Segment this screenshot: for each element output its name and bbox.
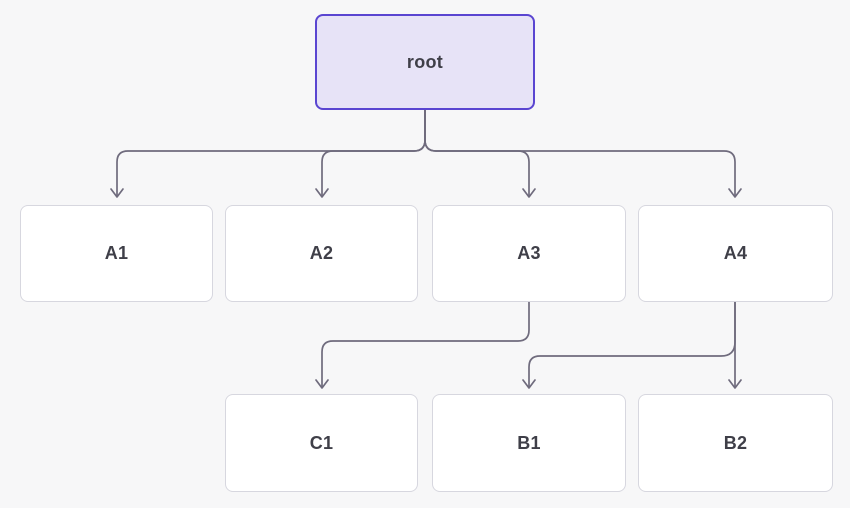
edge-root-a1 (110, 109, 426, 198)
node-a2-label: A2 (309, 243, 334, 263)
edge-root-a4 (424, 109, 742, 198)
node-a3-label: A3 (517, 243, 541, 263)
node-b1-label: B1 (517, 432, 541, 453)
arrowhead-icon (315, 188, 329, 198)
node-a1[interactable]: A1 (20, 205, 213, 302)
node-root[interactable]: root (315, 14, 535, 110)
edge-a4-b1 (522, 301, 736, 389)
edge-root-a3 (424, 109, 536, 198)
node-root-label: root (406, 51, 444, 72)
node-b2-label: B2 (723, 432, 748, 453)
node-a4[interactable]: A4 (638, 205, 833, 302)
arrowhead-icon (315, 379, 329, 389)
arrowhead-icon (522, 379, 536, 389)
node-b1[interactable]: B1 (432, 394, 626, 492)
node-c1-label: C1 (309, 432, 334, 453)
arrowhead-icon (110, 188, 124, 198)
edge-root-a2 (315, 109, 426, 198)
arrowhead-icon (522, 188, 536, 198)
edge-a4-b2 (728, 301, 742, 389)
arrowhead-icon (728, 188, 742, 198)
node-a3[interactable]: A3 (432, 205, 626, 302)
node-a2[interactable]: A2 (225, 205, 418, 302)
node-a1-label: A1 (104, 243, 129, 263)
node-b2[interactable]: B2 (638, 394, 833, 492)
node-c1[interactable]: C1 (225, 394, 418, 492)
node-a4-label: A4 (723, 243, 748, 263)
arrowhead-icon (728, 379, 742, 389)
edge-a3-c1 (315, 301, 530, 389)
